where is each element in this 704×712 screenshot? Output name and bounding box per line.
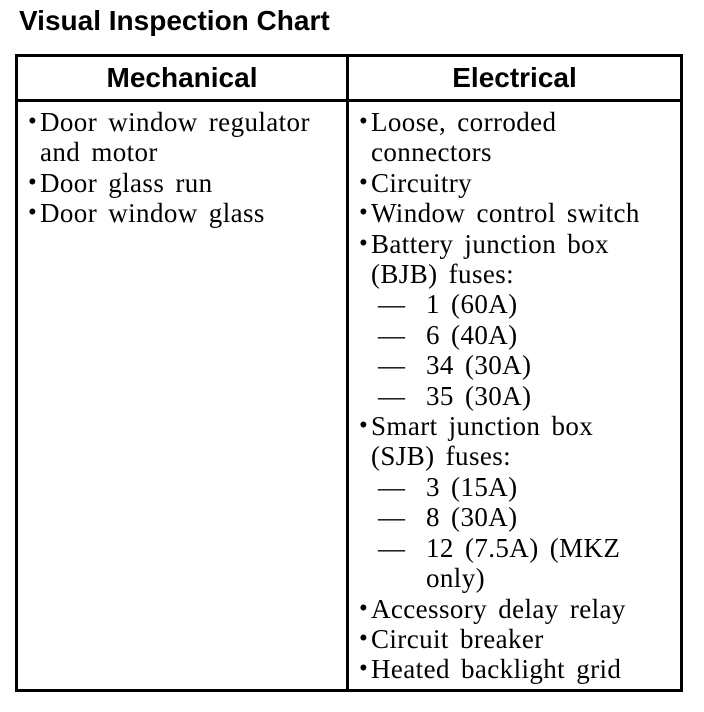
dash-icon: — — [378, 532, 406, 563]
list-item: •Smart junction box (SJB) fuses: — [359, 411, 674, 472]
item-text: 34 (30A) — [426, 350, 532, 381]
list-item: •Circuit breaker — [359, 624, 674, 654]
dash-icon: — — [378, 319, 406, 350]
item-text: Circuitry — [371, 167, 473, 198]
table-body-row: •Door window regulator and motor•Door gl… — [18, 102, 680, 689]
bullet-icon: • — [359, 229, 369, 257]
bullet-icon: • — [359, 168, 369, 196]
fuse-sub-item: — 34 (30A) — [359, 350, 674, 380]
item-text: Door glass run — [40, 167, 213, 198]
column-header-mechanical: Mechanical — [18, 57, 349, 99]
list-item: •Door window glass — [28, 198, 340, 228]
list-item: •Battery junction box (BJB) fuses: — [359, 229, 674, 290]
bullet-icon: • — [28, 199, 38, 227]
bullet-icon: • — [28, 108, 38, 135]
fuse-sub-item: — 6 (40A) — [359, 320, 674, 350]
list-item: •Heated backlight grid — [359, 654, 674, 684]
item-text: Smart junction box (SJB) fuses: — [371, 411, 594, 472]
item-text: Accessory delay relay — [371, 593, 626, 624]
bullet-icon: • — [28, 168, 38, 196]
item-text: 6 (40A) — [426, 319, 518, 350]
fuse-sub-item: — 12 (7.5A) (MKZ only) — [359, 533, 674, 594]
bullet-icon: • — [359, 108, 369, 135]
table-header-row: Mechanical Electrical — [18, 57, 680, 102]
item-text: 8 (30A) — [426, 502, 518, 533]
mechanical-items-cell: •Door window regulator and motor•Door gl… — [18, 102, 349, 689]
item-text: Circuit breaker — [371, 623, 544, 654]
bullet-icon: • — [359, 655, 369, 683]
list-item: •Door glass run — [28, 168, 340, 198]
fuse-sub-item: — 35 (30A) — [359, 381, 674, 411]
dash-icon: — — [378, 350, 406, 381]
bullet-icon: • — [359, 624, 369, 652]
item-text: 1 (60A) — [426, 289, 518, 320]
item-text: Loose, corroded connectors — [371, 107, 557, 168]
fuse-sub-item: — 1 (60A) — [359, 289, 674, 319]
page-title: Visual Inspection Chart — [19, 5, 330, 36]
dash-icon: — — [378, 471, 406, 502]
visual-inspection-table: Mechanical Electrical •Door window regul… — [15, 54, 683, 692]
bullet-icon: • — [359, 412, 369, 440]
item-text: Window control switch — [371, 198, 640, 229]
list-item: •Door window regulator and motor — [28, 107, 340, 168]
item-text: 3 (15A) — [426, 471, 518, 502]
item-text: Battery junction box (BJB) fuses: — [371, 228, 609, 290]
fuse-sub-item: — 3 (15A) — [359, 472, 674, 502]
item-text: Door window regulator and motor — [40, 107, 310, 168]
column-header-electrical: Electrical — [452, 62, 577, 93]
list-item: •Window control switch — [359, 198, 674, 228]
dash-icon: — — [378, 380, 406, 411]
dash-icon: — — [378, 502, 406, 533]
dash-icon: — — [378, 289, 406, 320]
electrical-items-cell: •Loose, corroded connectors•Circuitry•Wi… — [349, 102, 680, 689]
item-text: 35 (30A) — [426, 380, 532, 411]
fuse-sub-item: — 8 (30A) — [359, 502, 674, 532]
list-item: •Circuitry — [359, 168, 674, 198]
item-text: Door window glass — [40, 198, 265, 229]
item-text: 12 (7.5A) (MKZ only) — [426, 532, 621, 594]
item-text: Heated backlight grid — [371, 654, 622, 685]
list-item: •Accessory delay relay — [359, 594, 674, 624]
bullet-icon: • — [359, 199, 369, 227]
bullet-icon: • — [359, 594, 369, 622]
list-item: •Loose, corroded connectors — [359, 107, 674, 168]
